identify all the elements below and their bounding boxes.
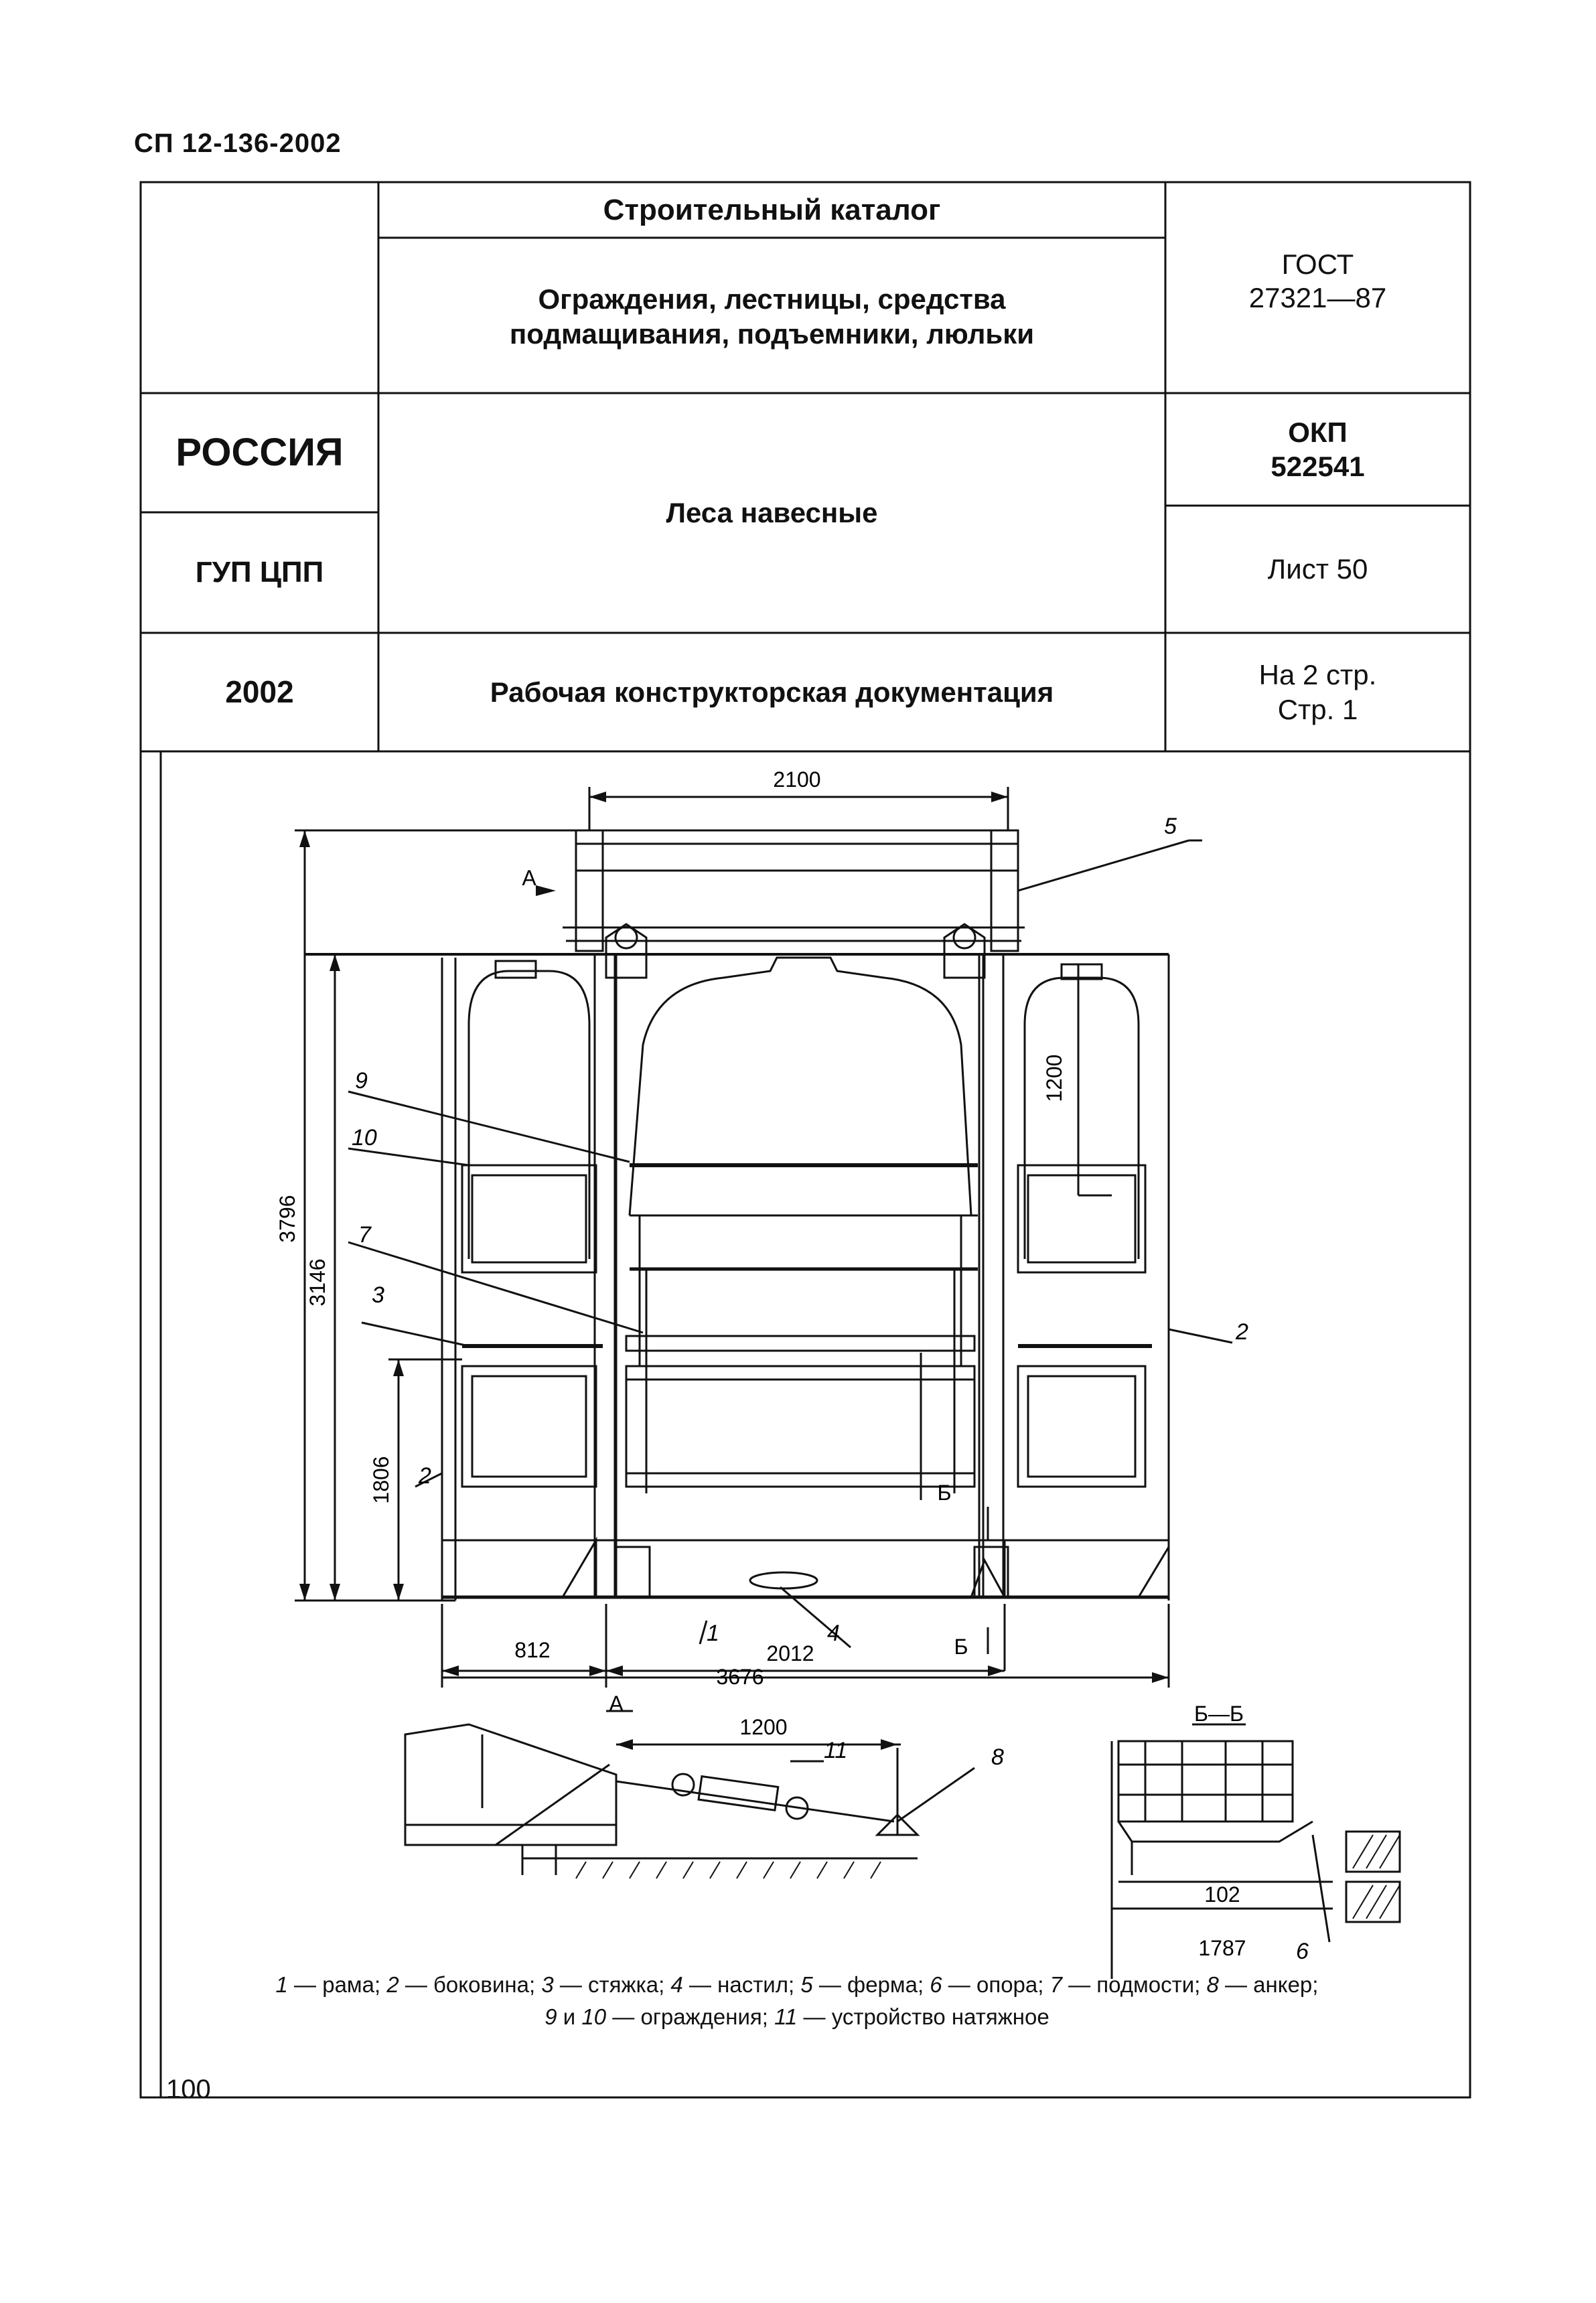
dim-section-width: 102 (1204, 1882, 1240, 1907)
country-label: РОССИЯ (175, 430, 344, 474)
callout-3: 3 (372, 1282, 384, 1308)
dim-section-length: 1787 (1198, 1936, 1246, 1960)
dim-view-a-length: 1200 (739, 1715, 787, 1739)
dim-inner-height: 1200 (1042, 1054, 1066, 1102)
callout-2-left: 2 (418, 1463, 431, 1489)
gost-label: ГОСТ (1281, 248, 1354, 280)
page-index: Стр. 1 (1277, 693, 1358, 725)
year-label: 2002 (225, 674, 294, 710)
legend-line-2: 9 и 10 — ограждения; 11 — устройство нат… (174, 2001, 1420, 2033)
legend-number: 5 (800, 1972, 813, 1997)
callout-9: 9 (355, 1068, 368, 1094)
catalog-section: Ограждения, лестницы, средства подмащива… (509, 283, 1035, 350)
dim-lower-height: 1806 (369, 1456, 393, 1503)
gost-number: 27321—87 (1248, 282, 1387, 314)
legend-text: — настил; (682, 1972, 801, 1997)
legend-number: 1 (275, 1972, 288, 1997)
legend-number: 11 (774, 2004, 798, 2029)
legend-number: 8 (1206, 1972, 1219, 1997)
callout-1: 1 (707, 1621, 719, 1646)
legend-text: — боковина; (398, 1972, 542, 1997)
callout-5: 5 (1164, 814, 1177, 839)
dim-total-height: 3796 (275, 1195, 299, 1242)
dim-center-width: 2012 (766, 1641, 814, 1665)
legend-text: — опора; (942, 1972, 1050, 1997)
legend-text: — ограждения; (606, 2004, 775, 2029)
document-code: СП 12-136-2002 (134, 129, 342, 158)
pages-block: На 2 стр. Стр. 1 (1165, 633, 1470, 751)
pages-count: На 2 стр. (1258, 659, 1377, 691)
legend-number: 9 (545, 2004, 557, 2029)
legend-text: и (557, 2004, 582, 2029)
legend-text: — устройство натяжное (797, 2004, 1049, 2029)
legend-number: 3 (541, 1972, 554, 1997)
publisher-label: ГУП ЦПП (195, 556, 324, 589)
callout-2-right: 2 (1235, 1319, 1248, 1345)
callout-11: 11 (824, 1738, 847, 1763)
page-number: 100 (166, 2075, 211, 2104)
callout-8: 8 (991, 1744, 1004, 1770)
view-a-marker: А (522, 866, 536, 890)
dim-frame-height: 3146 (305, 1258, 330, 1306)
view-a-title: А (609, 1692, 624, 1716)
legend-number: 10 (581, 2004, 607, 2029)
legend-number: 7 (1049, 1972, 1062, 1997)
legend-caption: 1 — рама; 2 — боковина; 3 — стяжка; 4 — … (174, 1969, 1420, 2033)
callout-10: 10 (352, 1125, 377, 1150)
legend-number: 6 (930, 1972, 942, 1997)
doc-type-label: Рабочая конструкторская документация (490, 676, 1054, 708)
dim-left-width: 812 (514, 1638, 550, 1662)
legend-line-1: 1 — рама; 2 — боковина; 3 — стяжка; 4 — … (174, 1969, 1420, 2001)
callout-4: 4 (827, 1621, 840, 1646)
callout-6: 6 (1296, 1939, 1309, 1964)
dim-total-width: 3676 (716, 1665, 764, 1689)
legend-text: — стяжка; (553, 1972, 671, 1997)
legend-number: 4 (670, 1972, 683, 1997)
product-name: Леса навесные (666, 497, 878, 529)
catalog-title: Строительный каталог (603, 193, 941, 226)
legend-text: — рама; (287, 1972, 387, 1997)
dim-top-width: 2100 (773, 767, 820, 792)
okp-block: ОКП 522541 (1165, 393, 1470, 506)
okp-label: ОКП (1288, 416, 1348, 448)
section-bb-title: Б—Б (1194, 1702, 1244, 1726)
legend-text: — анкер; (1218, 1972, 1319, 1997)
legend-number: 2 (386, 1972, 399, 1997)
legend-text: — ферма; (812, 1972, 930, 1997)
callout-7: 7 (358, 1222, 372, 1248)
sheet-label: Лист 50 (1267, 553, 1368, 585)
section-b-marker-top: Б (938, 1481, 952, 1505)
legend-text: — подмости; (1062, 1972, 1207, 1997)
okp-number: 522541 (1271, 451, 1365, 482)
section-b-marker-bottom: Б (954, 1635, 968, 1659)
